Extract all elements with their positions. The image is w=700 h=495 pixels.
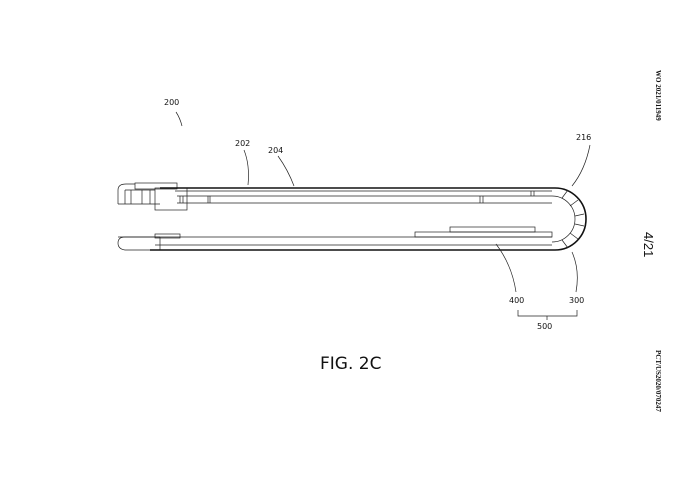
ref-label-200: 200	[164, 98, 179, 107]
ref-label-204: 204	[268, 146, 283, 155]
application-number: PCT/US2020/070247	[654, 350, 662, 412]
publication-number: WO 2021/011949	[654, 70, 662, 121]
ref-label-300: 300	[569, 296, 584, 305]
figure-caption: FIG. 2C	[320, 354, 381, 374]
ref-label-216: 216	[576, 133, 591, 142]
ref-label-202: 202	[235, 139, 250, 148]
leader-lines	[175, 111, 591, 320]
foldable-device-drawing	[117, 182, 587, 251]
sheet-number: 4/21	[641, 232, 656, 257]
ref-label-400: 400	[509, 296, 524, 305]
ref-label-500: 500	[537, 322, 552, 331]
